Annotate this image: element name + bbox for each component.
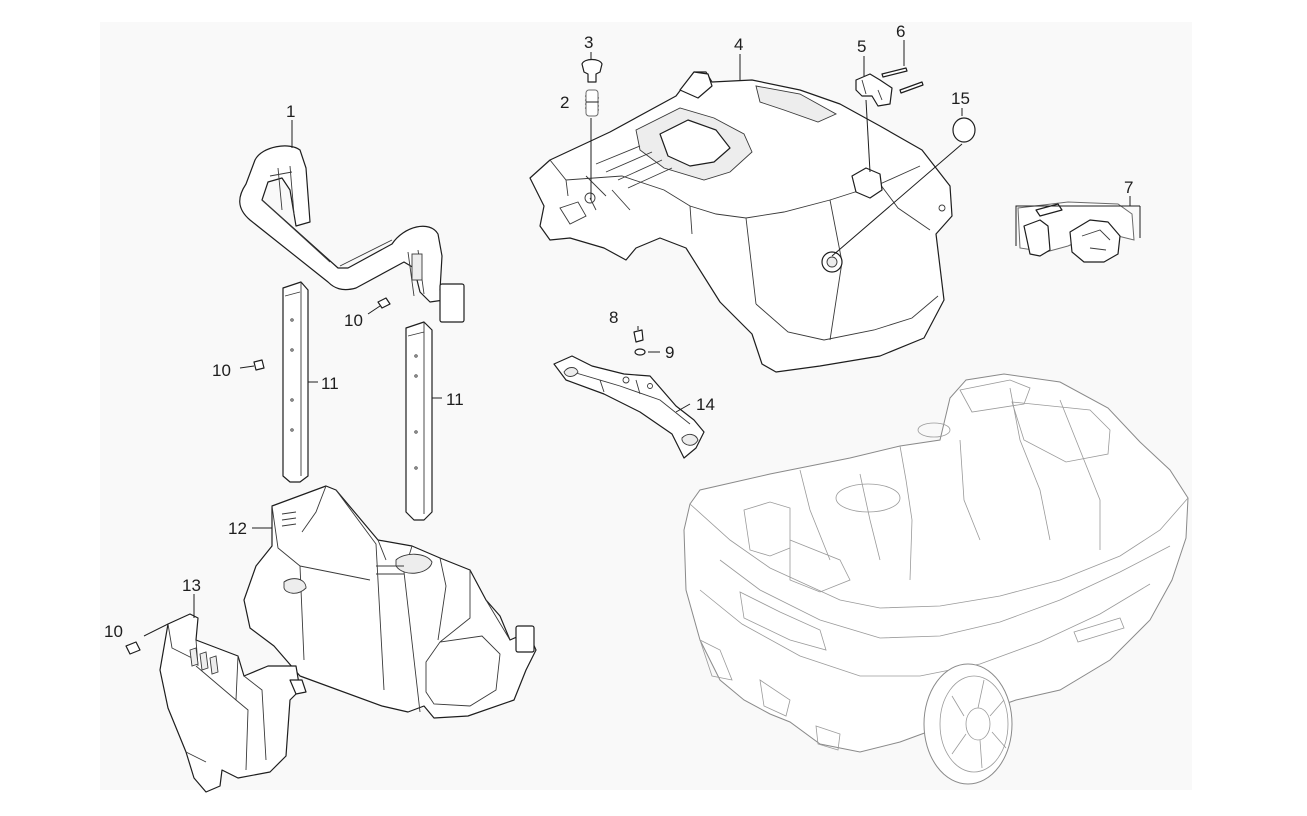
base-chassis (683, 373, 1189, 785)
callout-12: 12 (228, 519, 247, 538)
part-3-knob (581, 58, 603, 83)
part-10-screw-upper (377, 297, 391, 309)
callout-2: 2 (560, 93, 569, 112)
part-8-screw (633, 329, 644, 343)
part-5-clip (855, 73, 893, 107)
callout-11-left: 11 (321, 374, 339, 393)
callout-8: 8 (609, 308, 618, 327)
callout-9: 9 (665, 343, 674, 362)
leader-lines (143, 40, 1141, 637)
part-2-spring (584, 89, 600, 117)
callout-10-upper: 10 (344, 311, 363, 330)
callout-labels: 1 2 3 4 5 6 7 8 9 10 10 10 11 11 12 13 1… (104, 22, 1133, 641)
callout-15: 15 (951, 89, 970, 108)
part-10-screw-middle (253, 359, 265, 371)
base-wheel (923, 663, 1013, 785)
callout-1: 1 (286, 102, 295, 121)
callout-5: 5 (857, 37, 866, 56)
part-6-pins (881, 67, 924, 94)
part-10-screw-lower (125, 641, 141, 655)
callout-7: 7 (1124, 178, 1133, 197)
part-15-cap (952, 117, 976, 143)
part-13-lower-cover (159, 613, 307, 793)
part-11-left-tube (282, 281, 309, 483)
part-7-switch-kit (1017, 201, 1135, 263)
callout-10-middle: 10 (212, 361, 231, 380)
part-14-bracket (553, 355, 705, 459)
callout-10-lower: 10 (104, 622, 123, 641)
callout-13: 13 (182, 576, 201, 595)
callout-6: 6 (896, 22, 905, 41)
part-4-upper-hood (529, 71, 953, 373)
callout-4: 4 (734, 35, 743, 54)
part-1-handle (239, 145, 465, 323)
callout-14: 14 (696, 395, 715, 414)
callout-3: 3 (584, 33, 593, 52)
part-12-lower-housing (243, 485, 537, 719)
part-9-washer (634, 348, 646, 356)
part-11-right-tube (405, 321, 433, 521)
callout-11-right: 11 (446, 390, 464, 409)
